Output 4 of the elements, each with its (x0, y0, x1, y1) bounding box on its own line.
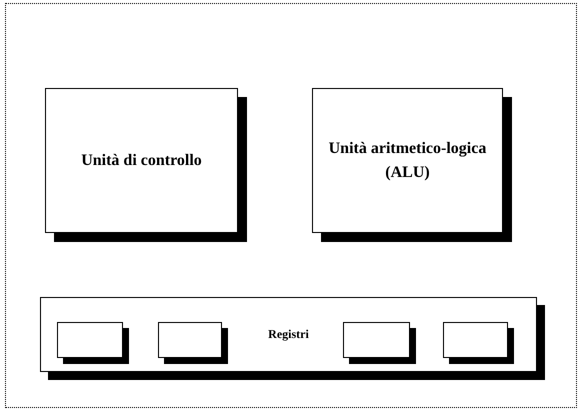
outer-frame (5, 3, 577, 408)
box-label: Unità aritmetico-logica (ALU) (328, 139, 488, 182)
box-label: Unità di controllo (81, 150, 202, 171)
box-label: Registri (268, 326, 309, 343)
